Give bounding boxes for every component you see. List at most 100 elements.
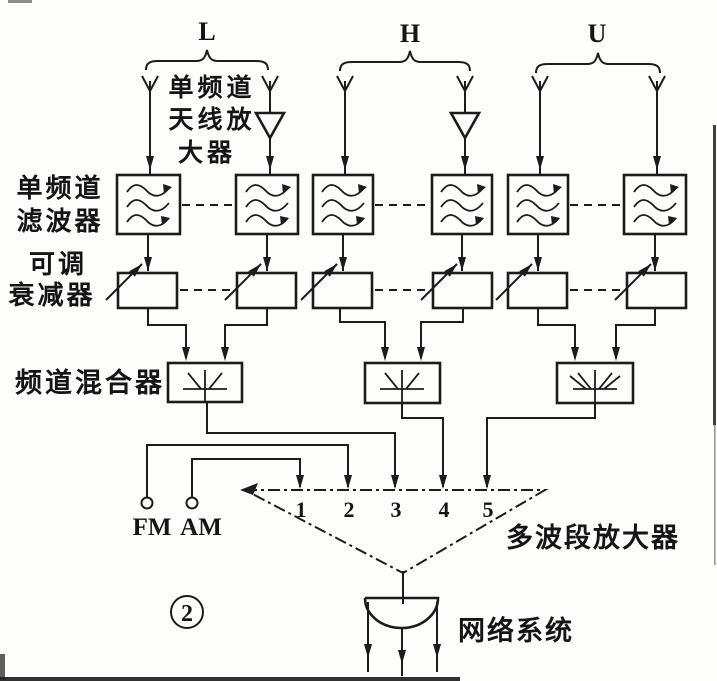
filter-box [430,173,494,236]
mixer-icon [183,370,227,402]
amplifier-input-2: 2 [344,497,355,522]
arrow-icon [182,347,190,361]
scan-edge-bottom [0,677,460,681]
channel-mixer-label: 频道混合器 [15,367,165,399]
wire-am-to-input1 [191,458,301,497]
band-label-h: H [400,19,420,48]
routing-wires [146,402,596,497]
amplifier-input-3: 3 [391,497,402,522]
scan-edge-right [714,425,716,565]
arrow-icon [483,475,491,489]
band-group-headers: L H U [145,17,661,74]
filter-icon [321,183,368,227]
arrow-icon [240,483,258,495]
antenna-icon [531,75,549,176]
amplifier-input-5: 5 [483,497,494,522]
arrow-icon [381,347,389,361]
wire [420,308,464,358]
brace-l-icon [145,49,269,71]
filter-to-attenuator-wires [144,234,659,271]
arrow-icon [391,475,399,489]
arrow-icon [417,347,425,361]
arrow-icon [296,475,304,489]
filter-icon [245,183,292,227]
arrow-icon [612,347,620,361]
wire-mixer-h-to-input4 [401,403,444,487]
filter-icon [633,183,680,227]
filter-row [115,173,688,236]
mixer-icon [380,370,424,403]
filter-label: 单频道 滤波器 [16,173,100,237]
arrow-icon [433,644,441,658]
arrow-icon [651,257,659,271]
filter-box [115,173,182,236]
antenna-amplifier-label-line3: 大器 [178,138,236,167]
am-label: AM [180,514,222,541]
antenna-amplifier-label: 单频道 天线放 大器 [168,73,255,167]
scan-edge-right [713,125,716,425]
band-label-l: L [198,17,215,46]
antenna-amplifier-label-line2: 天线放 [168,105,255,134]
multiband-amplifier-triangle [244,489,549,575]
filter-box [506,173,570,236]
antenna-with-amplifier-icon [449,74,481,177]
attenuator-box [300,263,374,310]
network-system-label: 网络系统 [458,615,574,647]
arrow-icon [458,257,466,271]
attenuator-box [105,263,179,310]
arrow-icon [364,644,372,658]
arrow-icon [263,257,271,271]
mixer-icon [569,370,621,403]
figure-number-text: 2 [181,601,193,627]
filter-box [622,173,688,236]
attenuator-label: 可调 衰减器 [7,250,95,311]
mixer-box [166,361,244,404]
filter-icon [516,183,563,227]
wire [339,308,386,358]
attenuator-box [224,263,298,310]
wire-mixer-l-to-input3 [206,402,396,487]
wire [147,308,187,358]
wire-fm-to-input2 [146,444,349,497]
wire [537,308,576,358]
arrow-icon [571,347,579,361]
figure-number-circle [170,595,204,629]
attenuator-to-mixer-wires [147,308,656,361]
antenna-amplifier-label-line1: 单频道 [168,73,255,102]
amplifier-input-1: 1 [296,497,307,522]
filter-icon [440,183,487,227]
arrow-icon [439,475,447,489]
filter-box [234,173,300,236]
attenuator-box [495,263,569,310]
fm-label: FM [133,514,172,541]
wire-mixer-u-to-input5 [486,403,596,487]
attenuator-label-line2: 衰减器 [7,280,95,311]
antenna-icon [336,75,354,176]
fm-am-terminals: FM AM [133,496,222,541]
antenna-icon [648,75,666,176]
am-terminal-icon [185,496,199,510]
wire [615,308,656,358]
attenuator-box [614,263,688,310]
amplifier-input-4: 4 [439,497,450,522]
mixer-box [555,361,635,405]
arrow-icon [144,257,152,271]
multiband-amplifier: 1 2 3 4 5 多波段放大器 [240,483,680,575]
arrow-icon [398,650,406,664]
attenuator-box [420,263,494,310]
attenuator-label-line1: 可调 [29,250,87,280]
wire [224,308,268,358]
arrow-icon [339,257,347,271]
attenuator-row [105,263,688,310]
antenna-icon [141,75,159,176]
scan-mark-top [8,0,32,3]
network-splitter: 网络系统 [363,571,574,676]
brace-h-icon [339,50,471,72]
figure-number: 2 [170,595,204,629]
mixer-box [363,361,442,405]
antenna-with-amplifier-icon [254,74,286,177]
scan-edge-corner [0,654,5,679]
multiband-amplifier-label: 多波段放大器 [506,522,680,554]
